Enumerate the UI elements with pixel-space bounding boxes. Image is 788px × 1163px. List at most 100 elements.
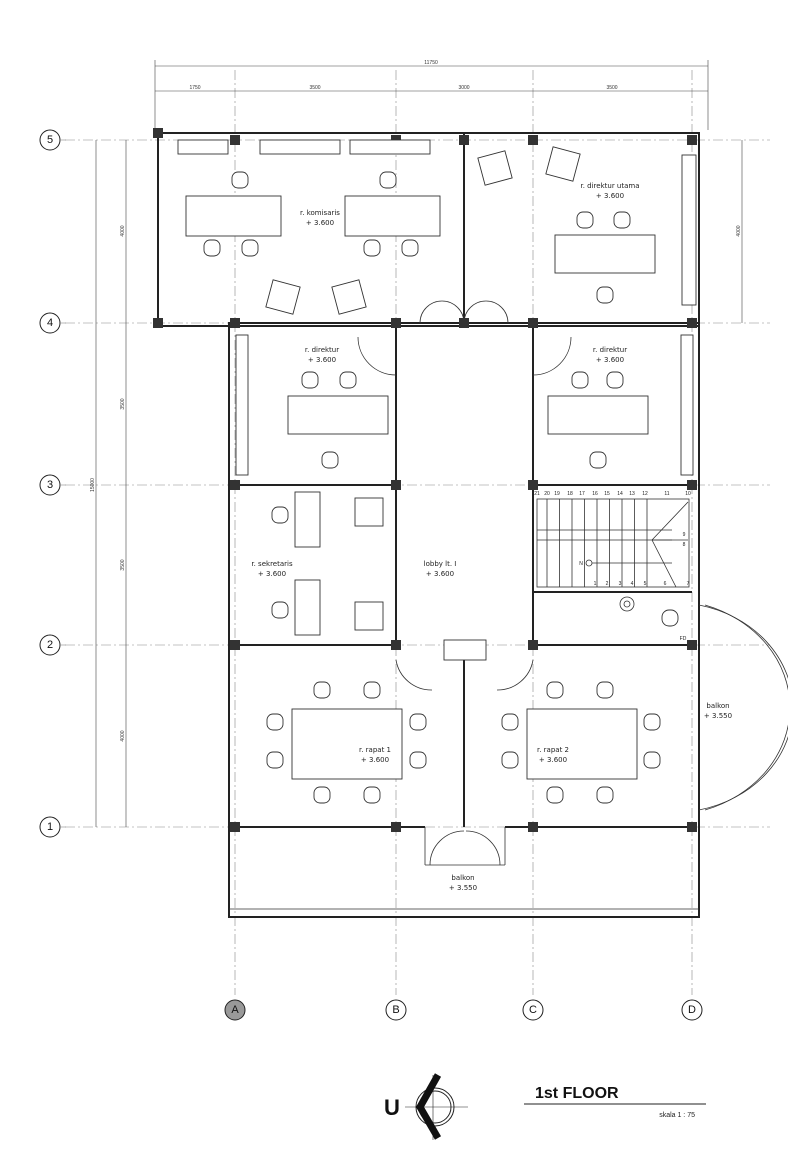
room-name: r. sekretaris — [251, 560, 293, 568]
column — [230, 480, 240, 490]
chair — [313, 681, 331, 699]
stair-step-number: 6 — [664, 581, 667, 587]
grid-bubble-label: 5 — [47, 134, 53, 146]
column — [687, 480, 697, 490]
room-level: + 3.550 — [704, 712, 732, 720]
chair — [546, 681, 564, 699]
room-level: + 3.600 — [539, 756, 567, 764]
stair-step-number: 8 — [683, 542, 686, 548]
chair — [271, 506, 289, 524]
chair — [363, 239, 381, 257]
grid-bubble-col-A: A — [224, 999, 246, 1021]
chair — [501, 713, 519, 731]
column — [687, 318, 697, 328]
chair — [501, 751, 519, 769]
drawing-title: 1st FLOOR — [535, 1085, 619, 1102]
grid-bubble-label: 1 — [47, 821, 53, 833]
stair-step-number: 7 — [687, 581, 690, 587]
chair — [596, 286, 614, 304]
column — [528, 318, 538, 328]
grid-bubble-row-4: 4 — [39, 312, 66, 334]
room-level: + 3.600 — [306, 219, 334, 227]
chair — [571, 371, 589, 389]
stair-step-number: 10 — [685, 491, 691, 497]
room-level: + 3.600 — [596, 192, 624, 200]
grid-bubble-col-B: B — [385, 999, 407, 1021]
room-label: r. rapat 2+ 3.600 — [537, 746, 569, 764]
column — [391, 640, 401, 650]
column — [153, 318, 163, 328]
column — [230, 822, 240, 832]
chair — [266, 751, 284, 769]
room-level: + 3.600 — [308, 356, 336, 364]
dim-height-right: 4000 — [736, 225, 742, 236]
armchair — [265, 279, 301, 315]
stair-step-number: 2 — [606, 581, 609, 587]
column — [230, 318, 240, 328]
room-name: r. direktur utama — [580, 182, 639, 190]
chair — [606, 371, 624, 389]
chair — [596, 681, 614, 699]
north-letter: U — [384, 1095, 400, 1120]
room-name: r. direktur — [593, 346, 627, 354]
chair — [589, 451, 607, 469]
grid-bubble-row-2: 2 — [39, 634, 66, 656]
desk — [294, 579, 321, 636]
stair-step-number: 20 — [544, 491, 550, 497]
floor-drain-label: FD — [680, 636, 687, 642]
column — [391, 822, 401, 832]
chair — [546, 786, 564, 804]
grid-bubble-label: B — [392, 1004, 399, 1016]
stair-step-number: 15 — [604, 491, 610, 497]
stair-step-number: 12 — [642, 491, 648, 497]
north-arrow: U — [384, 1073, 468, 1140]
desk — [177, 139, 229, 155]
stair-step-number: 18 — [567, 491, 573, 497]
room-level: + 3.550 — [449, 884, 477, 892]
stair-step-number: 14 — [617, 491, 623, 497]
room-name: balkon — [706, 702, 729, 710]
stair-step-number: 3 — [619, 581, 622, 587]
column — [391, 318, 401, 328]
dim-total-width: 11750 — [424, 60, 438, 66]
grid-bubble-row-1: 1 — [39, 816, 66, 838]
desk — [259, 139, 341, 155]
room-level: + 3.600 — [258, 570, 286, 578]
grid-bubble-label: D — [688, 1004, 696, 1016]
chair — [643, 713, 661, 731]
column — [459, 318, 469, 328]
chair — [241, 239, 259, 257]
chair — [339, 371, 357, 389]
stair-step-number: 5 — [644, 581, 647, 587]
dim-width-3: 3000 — [458, 85, 469, 91]
chair — [576, 211, 594, 229]
grid-bubble-row-5: 5 — [39, 129, 66, 151]
grid-bubble-label: 3 — [47, 479, 53, 491]
desk — [681, 154, 697, 306]
column — [687, 822, 697, 832]
grid-bubble-label: 2 — [47, 639, 53, 651]
armchair — [354, 497, 384, 527]
chair — [313, 786, 331, 804]
column — [687, 135, 697, 145]
desk — [294, 491, 321, 548]
dim-height-1: 4000 — [120, 225, 126, 236]
chair — [643, 751, 661, 769]
chair — [401, 239, 419, 257]
dim-width-4: 3500 — [606, 85, 617, 91]
column — [528, 640, 538, 650]
chair — [321, 451, 339, 469]
dim-width-2: 3500 — [309, 85, 320, 91]
room-name: balkon — [451, 874, 474, 882]
grid-bubble-col-C: C — [522, 999, 544, 1021]
desk — [185, 195, 282, 237]
desk — [554, 234, 656, 274]
stair-step-number: 13 — [629, 491, 635, 497]
stair-step-number: 21 — [534, 491, 540, 497]
column — [528, 135, 538, 145]
desk — [344, 195, 441, 237]
grid-bubble-label: 4 — [47, 317, 53, 329]
chair — [271, 601, 289, 619]
